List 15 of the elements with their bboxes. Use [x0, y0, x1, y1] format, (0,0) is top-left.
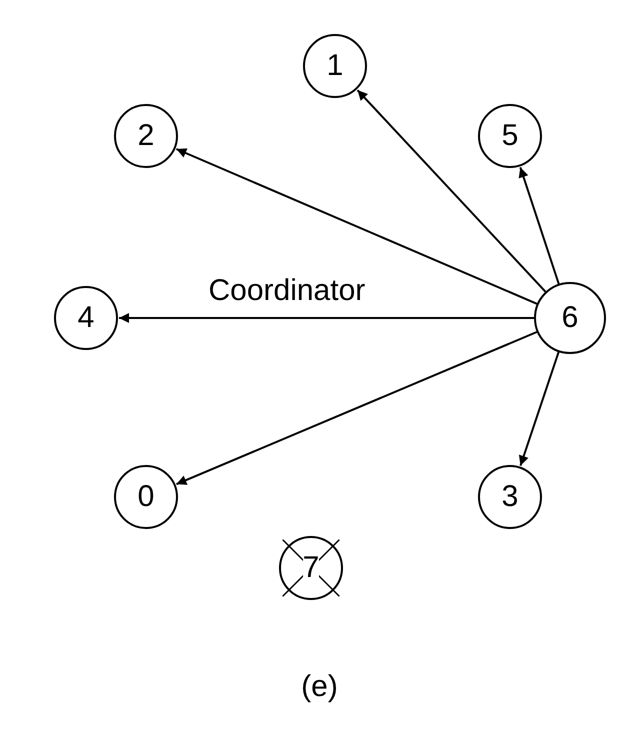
circle-node: 2 — [114, 104, 178, 168]
arrow — [176, 148, 538, 305]
circle-node: 0 — [114, 465, 178, 529]
arrow — [518, 352, 560, 466]
circle-node: 4 — [54, 286, 118, 350]
circle-node: 1 — [303, 34, 367, 98]
circle-node: 6 — [534, 282, 606, 354]
arrow — [356, 89, 546, 292]
caption: (e) — [300, 670, 339, 704]
arrow — [176, 331, 538, 486]
circle-node: 5 — [478, 104, 542, 168]
arrow — [518, 167, 560, 284]
crossed-out-circle: 7 — [279, 536, 343, 600]
arrow — [119, 313, 534, 323]
circle-node: 3 — [478, 465, 542, 529]
